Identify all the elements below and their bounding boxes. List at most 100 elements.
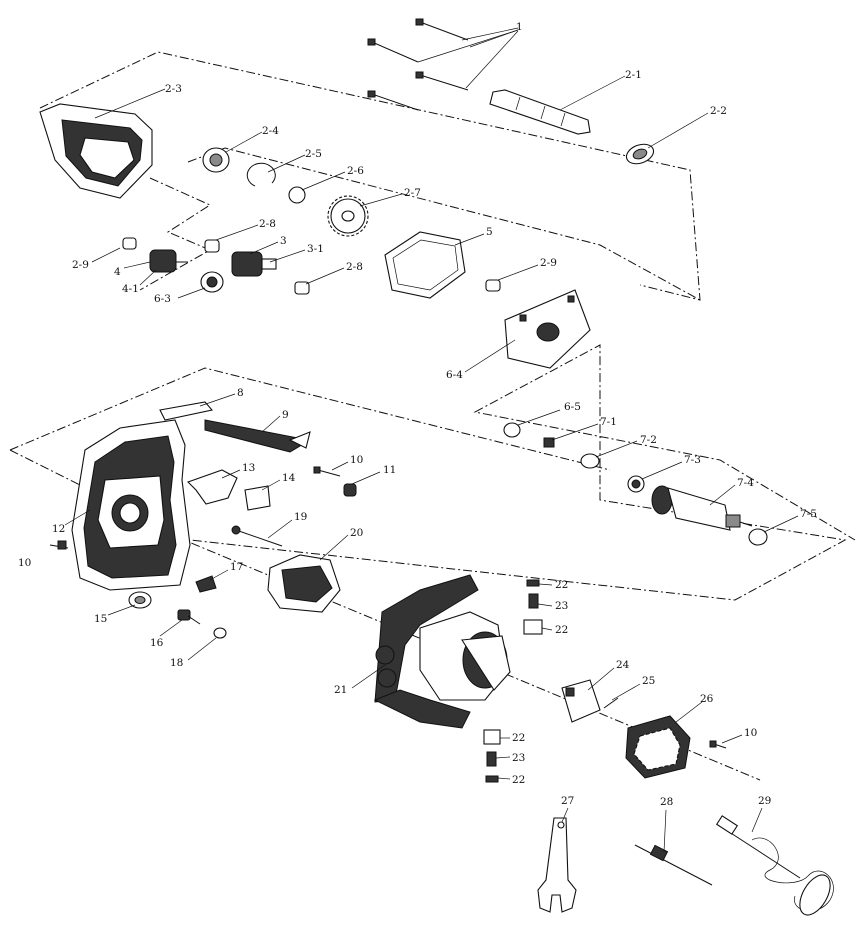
label-22-a: 22 [555, 579, 568, 591]
label-9: 9 [282, 409, 289, 421]
bushing-icon [294, 267, 345, 295]
pinion-gear-icon [123, 249, 188, 286]
label-7-3: 7-3 [684, 454, 701, 466]
label-19: 19 [294, 511, 307, 523]
screw-icon [49, 540, 69, 550]
label-4: 4 [114, 266, 121, 278]
wrench-icon [537, 807, 577, 913]
knob-washer-icon [107, 591, 152, 616]
label-10-mid: 10 [350, 454, 363, 466]
intermediate-gear-icon [231, 241, 306, 277]
label-16: 16 [150, 637, 164, 649]
label-2-1: 2-1 [625, 69, 642, 81]
spring-clip-icon [244, 479, 281, 511]
label-20: 20 [350, 527, 363, 539]
label-23-b: 23 [512, 752, 525, 764]
brush-holder-icon [483, 579, 553, 783]
label-22-d: 22 [512, 774, 525, 786]
label-26: 26 [700, 693, 714, 705]
screw-icon [313, 461, 349, 477]
label-17: 17 [230, 561, 243, 573]
screw-icon [603, 683, 641, 709]
bearing-icon [202, 131, 263, 173]
label-14: 14 [282, 472, 296, 484]
label-2-5: 2-5 [305, 148, 322, 160]
switch-icon [561, 667, 615, 723]
cable-icon [159, 393, 311, 453]
gasket-icon [384, 231, 485, 299]
label-7-2: 7-2 [640, 434, 657, 446]
bearing-icon [177, 271, 224, 299]
handle-housing-icon [64, 419, 191, 591]
label-10-right: 10 [744, 727, 757, 739]
mixing-paddle-icon [715, 807, 834, 916]
label-7-1: 7-1 [600, 416, 617, 428]
label-1: 1 [516, 21, 523, 33]
label-25: 25 [642, 675, 655, 687]
screw-icon [709, 734, 743, 749]
bushing-icon [485, 264, 539, 292]
label-3: 3 [280, 235, 287, 247]
label-18: 18 [170, 657, 183, 669]
label-4-1: 4-1 [122, 283, 139, 295]
label-8: 8 [237, 387, 244, 399]
clamp-icon [343, 471, 381, 497]
label-21: 21 [334, 684, 347, 696]
label-2-7: 2-7 [404, 187, 421, 199]
seal-ring-icon [625, 112, 709, 165]
label-6-5: 6-5 [564, 401, 581, 413]
label-29: 29 [758, 795, 771, 807]
bearing-plate-icon [464, 289, 591, 373]
label-2-8-lower: 2-8 [346, 261, 363, 273]
bearing-icon [627, 461, 683, 493]
circlip-icon [246, 154, 306, 187]
cord-clip-icon [195, 569, 229, 593]
label-2-9-right: 2-9 [540, 257, 557, 269]
gear-icon [327, 193, 403, 237]
bushing-icon [204, 224, 259, 253]
label-27: 27 [561, 795, 574, 807]
spring-icon [543, 423, 599, 448]
label-15: 15 [94, 613, 107, 625]
label-2-2: 2-2 [710, 105, 727, 117]
washer-icon [288, 171, 346, 204]
label-6-4: 6-4 [446, 369, 463, 381]
label-12: 12 [52, 523, 65, 535]
label-7-4: 7-4 [737, 477, 754, 489]
washer-icon [580, 440, 638, 469]
motor-housing-icon [351, 574, 511, 729]
stator-icon [267, 534, 349, 613]
label-22-b: 22 [555, 624, 568, 636]
label-11: 11 [383, 464, 396, 476]
o-ring-icon [187, 627, 227, 661]
armature-icon [651, 484, 753, 531]
label-28: 28 [660, 796, 673, 808]
long-screw-icon [231, 519, 293, 547]
drive-shaft-icon [634, 809, 713, 886]
label-2-8-upper: 2-8 [259, 218, 276, 230]
switch-plate-icon [186, 469, 241, 505]
gear-housing-icon [39, 88, 166, 199]
label-7-5: 7-5 [800, 508, 817, 520]
label-5: 5 [486, 226, 493, 238]
label-2-3: 2-3 [165, 83, 182, 95]
part-labels: 1 2-1 2-2 2-3 2-4 2-5 2-6 2-7 2-8 2-8 2-… [18, 21, 817, 808]
label-2-4: 2-4 [262, 125, 279, 137]
label-13: 13 [242, 462, 255, 474]
spindle-shaft-icon [489, 75, 626, 135]
thumb-screw-icon [159, 609, 201, 637]
screw-set-icon [367, 18, 519, 111]
label-2-9-left: 2-9 [72, 259, 89, 271]
label-3-1: 3-1 [307, 243, 324, 255]
label-23-a: 23 [555, 600, 568, 612]
label-22-c: 22 [512, 732, 525, 744]
label-2-6: 2-6 [347, 165, 364, 177]
label-10-left: 10 [18, 557, 31, 569]
label-24: 24 [616, 659, 630, 671]
bearing-icon [748, 515, 799, 546]
ring-icon [503, 409, 561, 438]
bushing-icon [91, 237, 137, 263]
label-6-3: 6-3 [154, 293, 171, 305]
end-cap-icon [625, 701, 703, 779]
